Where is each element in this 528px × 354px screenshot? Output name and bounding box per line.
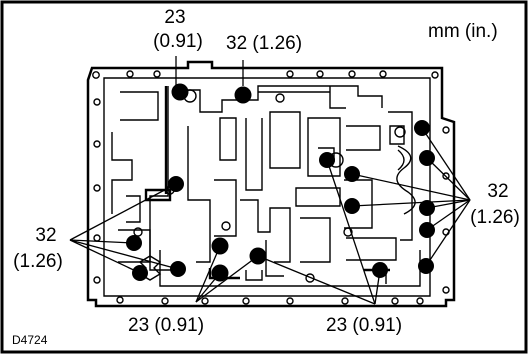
leader-lines [69, 56, 471, 305]
label-top-center: 32 (1.26) [226, 33, 303, 54]
label-left-mm: 32 [35, 225, 57, 246]
label-top-left-inch: (0.91) [153, 31, 203, 52]
label-right-inch: (1.26) [470, 207, 520, 228]
bolt-marker [171, 83, 189, 101]
label-bottom-left: 23 (0.91) [128, 315, 205, 336]
label-top-left-mm: 23 [164, 7, 186, 28]
label-right-mm: 32 [487, 181, 509, 202]
figure-code: D4724 [12, 333, 48, 347]
valve-body-plate [86, 60, 456, 308]
label-bottom-right: 23 (0.91) [326, 315, 403, 336]
bolt-marker [234, 86, 252, 104]
label-left-inch: (1.26) [13, 251, 63, 272]
unit-label: mm (in.) [428, 21, 498, 42]
